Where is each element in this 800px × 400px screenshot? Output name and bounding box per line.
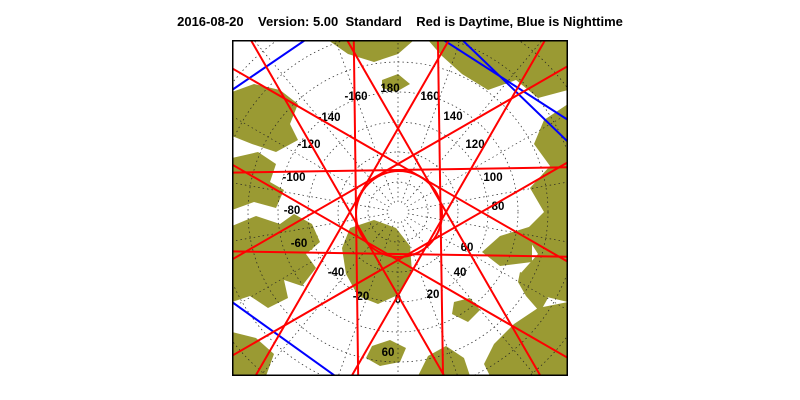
map-frame bbox=[232, 40, 568, 376]
land-labrador-corner bbox=[232, 332, 274, 376]
longitude-label: 180 bbox=[380, 83, 399, 95]
land-iceland bbox=[366, 340, 406, 366]
satellite-track-day bbox=[350, 40, 547, 376]
satellite-track-day bbox=[345, 40, 542, 376]
longitude-label: 140 bbox=[443, 111, 462, 123]
graticule-latitude-circle bbox=[337, 151, 459, 273]
graticule-latitude-circle bbox=[307, 121, 489, 303]
satellite-track-night bbox=[232, 301, 337, 376]
plot-title: 2016-08-20 Version: 5.00 Standard Red is… bbox=[177, 14, 623, 29]
longitude-label: 0 bbox=[395, 294, 401, 306]
satellite-track-day bbox=[249, 40, 446, 376]
land-svalbard bbox=[452, 298, 480, 322]
orbit-inner-circle bbox=[355, 170, 443, 258]
longitude-label: -40 bbox=[328, 267, 345, 279]
land-taymyr bbox=[482, 226, 532, 266]
polar-map: -160180160-140140-120120-100100-8080-606… bbox=[232, 40, 568, 376]
longitude-label: 160 bbox=[420, 91, 439, 103]
land-canada-main bbox=[232, 214, 320, 308]
satellite-track-day bbox=[436, 40, 445, 376]
land-siberia-coast bbox=[520, 104, 568, 302]
longitude-label: -20 bbox=[353, 291, 370, 303]
longitude-label: -100 bbox=[282, 172, 305, 184]
land-chukotka bbox=[328, 40, 414, 62]
longitude-label: 100 bbox=[483, 172, 502, 184]
graticule-latitude-circle bbox=[367, 181, 429, 243]
satellite-track-night bbox=[460, 40, 568, 144]
longitude-label: -60 bbox=[291, 238, 308, 250]
land-norway-bottom bbox=[418, 346, 470, 376]
graticule-latitude-circle bbox=[277, 91, 519, 333]
land-canada-island bbox=[288, 228, 318, 250]
longitude-label: 40 bbox=[454, 267, 467, 279]
land-wrangel bbox=[382, 74, 410, 92]
land-canada-upper-coast bbox=[232, 152, 284, 210]
satellite-track-day bbox=[232, 166, 568, 174]
longitude-label: -160 bbox=[344, 91, 367, 103]
longitude-label: -120 bbox=[297, 139, 320, 151]
longitude-label: 120 bbox=[465, 139, 484, 151]
satellite-track-day bbox=[232, 161, 568, 357]
satellite-track-day bbox=[232, 250, 568, 258]
longitude-label: -140 bbox=[317, 112, 340, 124]
longitude-label: 20 bbox=[427, 289, 440, 301]
longitude-label: -80 bbox=[284, 205, 301, 217]
land-alaska bbox=[232, 84, 298, 152]
land-top-right-russia bbox=[428, 40, 568, 98]
satellite-track-night bbox=[232, 40, 308, 91]
longitude-label: 60 bbox=[382, 347, 395, 359]
